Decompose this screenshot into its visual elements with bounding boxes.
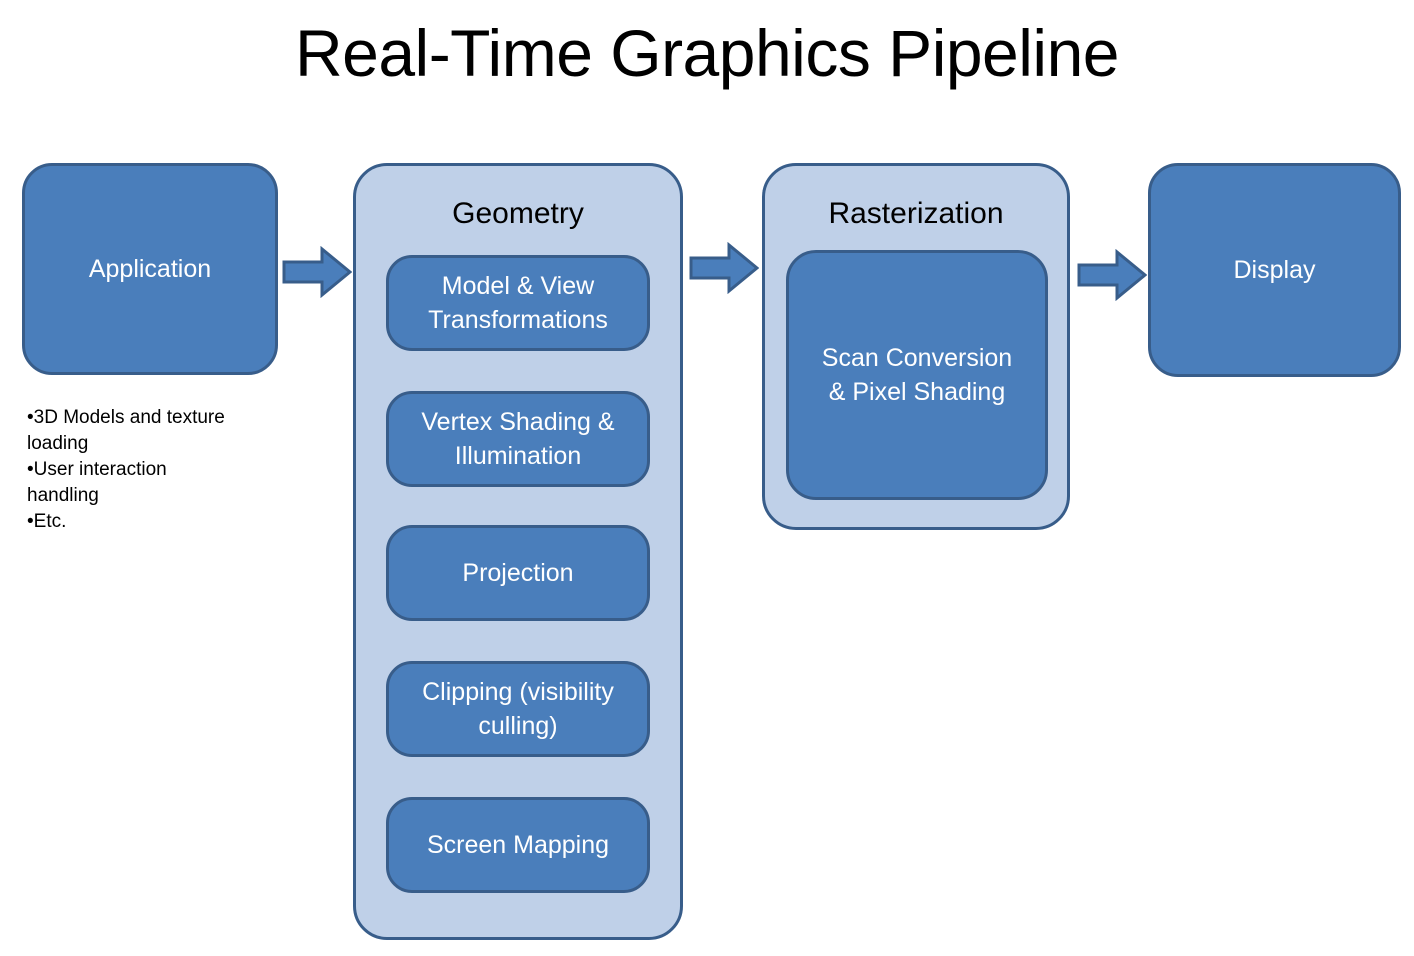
geometry-step-model-view-transformations[interactable]: Model & View Transformations	[386, 255, 650, 351]
application-note-line-5: •Etc.	[27, 511, 67, 532]
geometry-step-label: Model & View Transformations	[428, 269, 608, 337]
geometry-step-line2: Illumination	[454, 442, 582, 470]
stage-application-label: Application	[88, 255, 212, 283]
geometry-step-label: Clipping (visibility culling)	[422, 675, 614, 743]
geometry-step-label: Screen Mapping	[427, 828, 609, 862]
application-note-line-4: handling	[27, 485, 99, 506]
stage-display-label: Display	[1233, 256, 1316, 284]
arrow-geometry-to-rasterization	[689, 242, 759, 294]
rasterization-step-scan-conversion-pixel-shading[interactable]: Scan Conversion & Pixel Shading	[786, 250, 1048, 500]
geometry-step-line2: Transformations	[428, 306, 608, 334]
geometry-step-label: Vertex Shading & Illumination	[421, 405, 614, 473]
geometry-step-projection[interactable]: Projection	[386, 525, 650, 621]
stage-display[interactable]: Display	[1148, 163, 1401, 377]
geometry-step-clipping-visibility-culling[interactable]: Clipping (visibility culling)	[386, 661, 650, 757]
application-note-line-2: loading	[27, 433, 89, 454]
rasterization-step-line1: Scan Conversion	[821, 344, 1013, 372]
geometry-step-label: Projection	[462, 556, 573, 590]
geometry-step-line1: Model & View	[441, 272, 595, 300]
geometry-step-line1: Clipping (visibility	[422, 678, 614, 706]
stage-rasterization-label: Rasterization	[828, 197, 1004, 230]
rasterization-step-label: Scan Conversion & Pixel Shading	[822, 341, 1012, 409]
rasterization-step-line2: & Pixel Shading	[828, 378, 1006, 406]
application-note-line-3: •User interaction	[27, 459, 167, 480]
geometry-step-screen-mapping[interactable]: Screen Mapping	[386, 797, 650, 893]
arrow-application-to-geometry	[282, 246, 352, 298]
stage-geometry-label: Geometry	[452, 197, 584, 230]
geometry-step-line2: culling)	[478, 712, 558, 740]
page-title: Real-Time Graphics Pipeline	[294, 16, 1120, 90]
geometry-step-vertex-shading-illumination[interactable]: Vertex Shading & Illumination	[386, 391, 650, 487]
arrow-rasterization-to-display	[1077, 249, 1147, 301]
application-note-line-1: •3D Models and texture	[27, 407, 225, 428]
application-notes-list: •3D Models and texture loading •User int…	[27, 405, 259, 535]
geometry-step-line1: Projection	[462, 559, 574, 587]
stage-application[interactable]: Application	[22, 163, 278, 375]
geometry-step-line1: Screen Mapping	[426, 831, 610, 859]
geometry-step-line1: Vertex Shading &	[421, 408, 615, 436]
